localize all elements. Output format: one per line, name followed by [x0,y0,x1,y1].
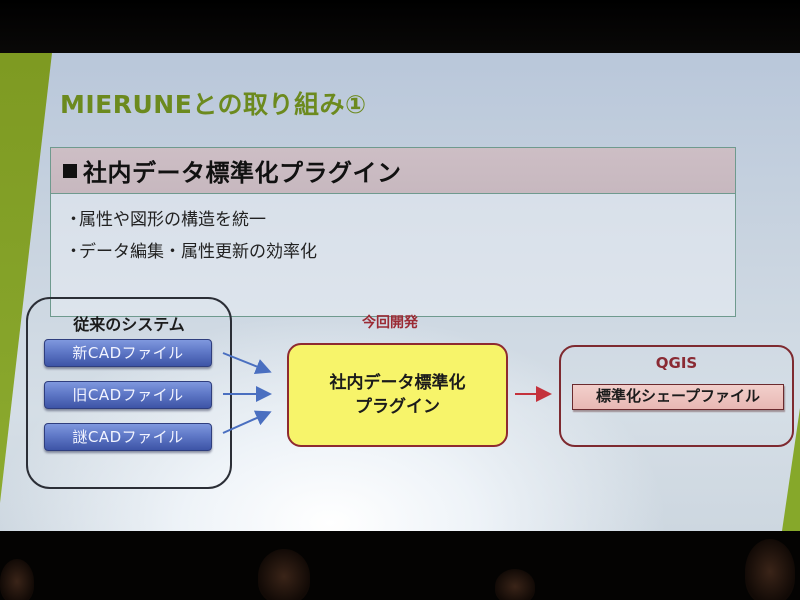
standardized-shapefile-box: 標準化シェープファイル [572,384,784,410]
ceiling-dark-area [0,0,800,55]
bullet-item: ・属性や図形の構造を統一 [65,204,735,236]
green-accent-right [782,408,800,531]
plugin-label-line1: 社内データ標準化 [329,373,466,393]
audience-head [0,559,34,600]
qgis-title: QGIS [655,354,698,372]
feature-heading: 社内データ標準化プラグイン [83,159,402,187]
audience-head [745,539,795,600]
bullet-dot: ・ [65,210,82,230]
bullet-text: データ編集・属性更新の効率化 [79,242,317,262]
audience-silhouettes [0,531,800,600]
unknown-cad-file-box: 謎CADファイル [44,423,212,451]
legacy-system-title: 従来のシステム [73,315,185,334]
feature-summary-box: 社内データ標準化プラグイン ・属性や図形の構造を統一 ・データ編集・属性更新の効… [50,147,736,317]
development-label: 今回開発 [362,315,418,331]
audience-head [495,569,535,600]
old-cad-file-box: 旧CADファイル [44,381,212,409]
bullet-item: ・データ編集・属性更新の効率化 [65,236,735,268]
bullet-text: 属性や図形の構造を統一 [79,210,266,230]
presentation-slide: MIERUNEとの取り組み① 社内データ標準化プラグイン ・属性や図形の構造を統… [0,53,800,531]
audience-head [258,549,310,600]
qgis-box: QGIS 標準化シェープファイル [559,345,794,447]
feature-heading-band: 社内データ標準化プラグイン [51,148,735,194]
slide-title: MIERUNEとの取り組み① [60,90,367,119]
square-bullet-icon [63,163,77,178]
legacy-system-box: 従来のシステム 新CADファイル 旧CADファイル 謎CADファイル [26,297,232,489]
new-cad-file-box: 新CADファイル [44,339,212,367]
bullet-dot: ・ [65,242,82,262]
feature-bullet-list: ・属性や図形の構造を統一 ・データ編集・属性更新の効率化 [51,194,735,268]
standardization-plugin-box: 社内データ標準化 プラグイン [287,343,508,447]
plugin-label-line2: プラグイン [355,397,440,417]
